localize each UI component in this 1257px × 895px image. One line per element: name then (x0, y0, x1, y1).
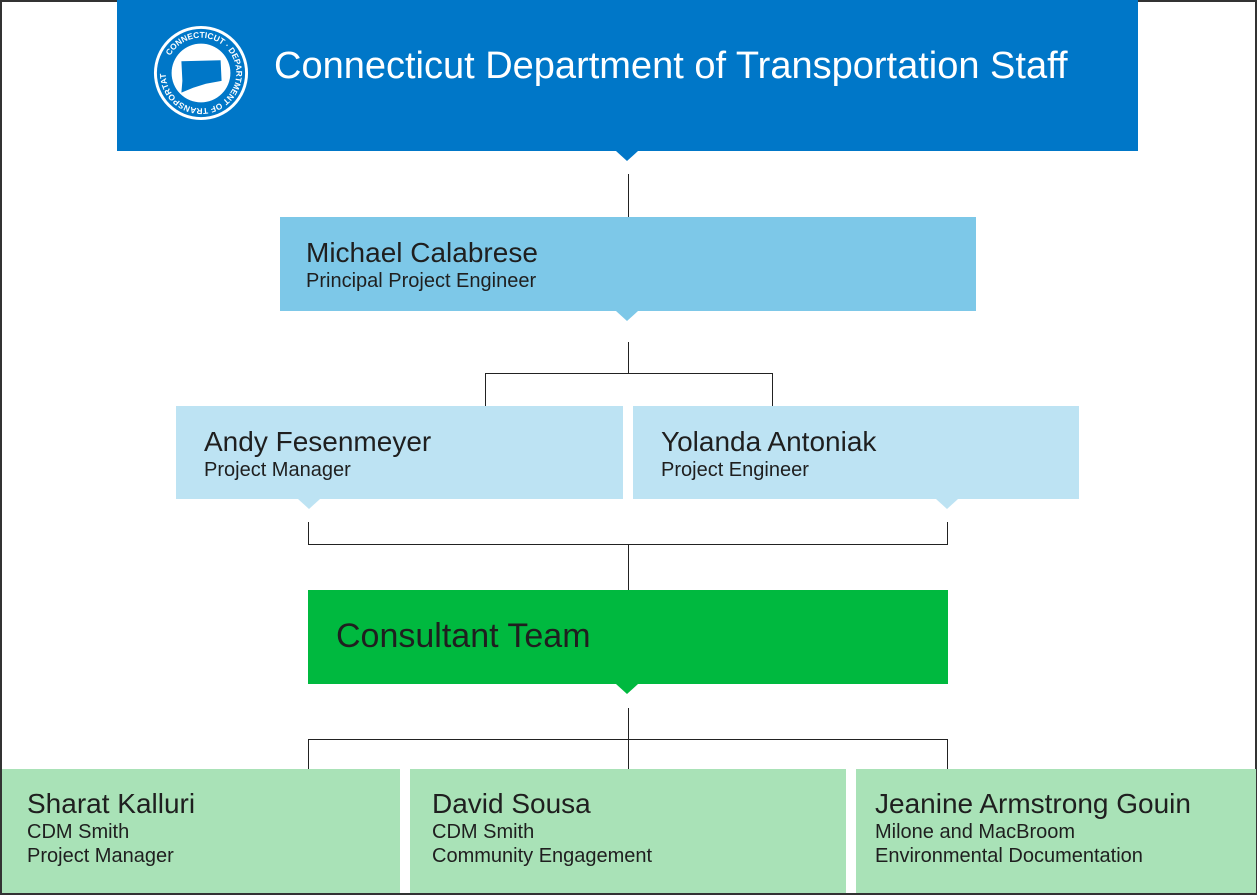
connector-line (947, 739, 948, 769)
manager-role: Project Manager (204, 459, 351, 481)
dot-staff-header: CONNECTICUT · DEPARTMENT OF TRANSPORTATI… (117, 0, 1138, 151)
team-member-box: Sharat Kalluri CDM Smith Project Manager (2, 769, 400, 893)
team-member-company: Milone and MacBroom (875, 821, 1076, 843)
team-member-company: CDM Smith (432, 821, 535, 843)
team-member-role: Community Engagement (432, 845, 653, 867)
manager-role: Project Engineer (661, 459, 809, 481)
connector-line (628, 739, 629, 769)
connector-line (772, 373, 773, 406)
manager-box: Andy Fesenmeyer Project Manager (176, 406, 623, 499)
header-notch (616, 151, 638, 161)
principal-role: Principal Project Engineer (306, 270, 537, 292)
team-member-name: Jeanine Armstrong Gouin (875, 788, 1191, 819)
team-member-company: CDM Smith (27, 821, 130, 843)
consultant-team-title: Consultant Team (336, 617, 591, 655)
manager-box: Yolanda Antoniak Project Engineer (633, 406, 1079, 499)
connector-line (308, 739, 309, 769)
consultant-notch (616, 684, 638, 694)
manager-notch (298, 499, 320, 509)
connector-line (628, 544, 629, 590)
principal-notch (616, 311, 638, 321)
connector-line (308, 522, 309, 545)
consultant-team-box: Consultant Team (308, 590, 948, 684)
manager-name: Andy Fesenmeyer (204, 426, 432, 457)
connector-line (628, 708, 629, 739)
connector-line (485, 373, 773, 374)
team-member-name: Sharat Kalluri (27, 788, 196, 819)
connector-line (947, 522, 948, 545)
team-member-role: Project Manager (27, 845, 174, 867)
team-member-role: Environmental Documentation (875, 845, 1143, 867)
connector-line (628, 174, 629, 219)
team-member-box: Jeanine Armstrong Gouin Milone and MacBr… (856, 769, 1256, 893)
header-title: Connecticut Department of Transportation… (274, 45, 1068, 87)
team-member-name: David Sousa (432, 788, 591, 819)
principal-engineer-box: Michael Calabrese Principal Project Engi… (280, 217, 976, 311)
manager-notch (936, 499, 958, 509)
ctdot-seal-logo: CONNECTICUT · DEPARTMENT OF TRANSPORTATI… (152, 24, 249, 121)
manager-name: Yolanda Antoniak (661, 426, 877, 457)
principal-name: Michael Calabrese (306, 237, 538, 268)
connector-line (485, 373, 486, 406)
team-member-box: David Sousa CDM Smith Community Engageme… (410, 769, 846, 893)
connector-line (628, 342, 629, 374)
